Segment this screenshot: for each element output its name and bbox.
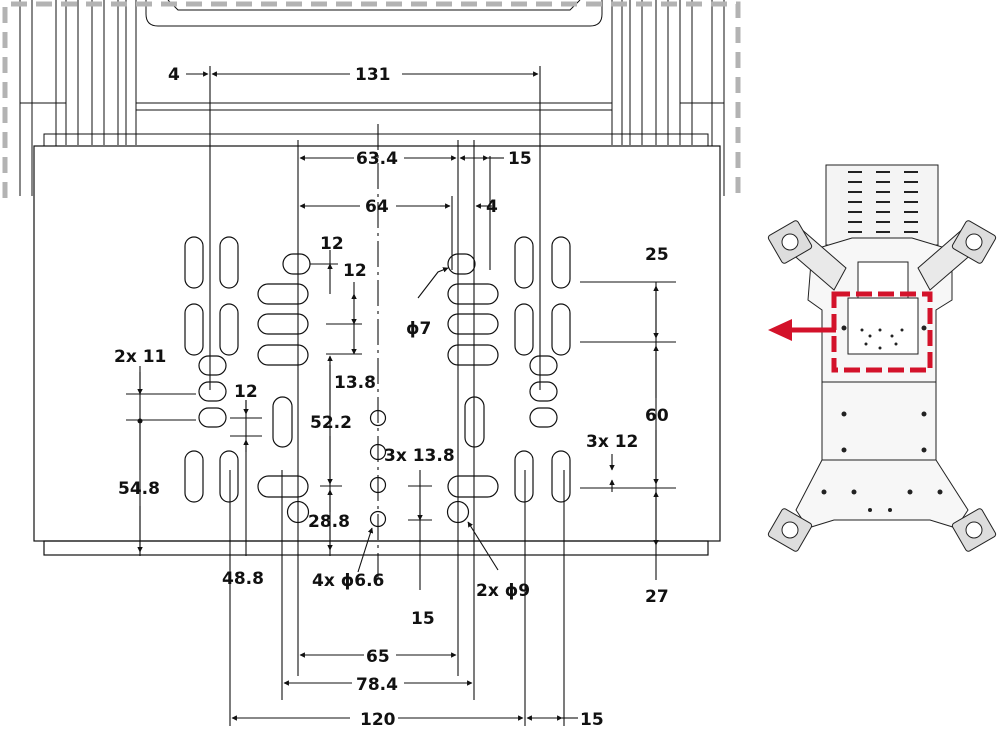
dim-78-4: 78.4: [356, 675, 398, 695]
dim-2x11: 2x 11: [114, 347, 166, 367]
dim-25: 25: [645, 245, 669, 265]
mounting-plate: [33, 145, 721, 556]
dim-64: 64: [365, 197, 389, 217]
dim-28-8: 28.8: [308, 512, 350, 532]
dim-15-bottom: 15: [580, 710, 604, 730]
dim-12-c: 12: [234, 382, 258, 402]
dim-12-a: 12: [320, 234, 344, 254]
dim-54-8: 54.8: [118, 479, 160, 499]
dim-13-8: 13.8: [334, 373, 376, 393]
dimension-lines: [126, 71, 676, 721]
dim-15-top: 15: [508, 149, 532, 169]
dim-63-4: 63.4: [356, 149, 398, 169]
dim-3x12: 3x 12: [586, 432, 638, 452]
dimension-labels: 4 131 63.4 15 64 4 12 12 ϕ7 2x 11 13.8 1…: [114, 65, 669, 730]
dim-2x-phi9: 2x ϕ9: [476, 581, 530, 601]
dim-3x13-8: 3x 13.8: [384, 446, 455, 466]
dim-60: 60: [645, 406, 669, 426]
dim-52-2: 52.2: [310, 413, 352, 433]
dashed-module-outline: [2, 1, 741, 198]
arrow-left-icon: [768, 319, 836, 341]
dim-phi7: ϕ7: [406, 319, 431, 339]
dim-65: 65: [366, 647, 390, 667]
robot-thumbnail: [767, 164, 997, 552]
dim-27: 27: [645, 587, 669, 607]
dim-120: 120: [360, 710, 396, 730]
dim-4x-phi6-6: 4x ϕ6.6: [312, 571, 384, 591]
dim-4-right: 4: [486, 197, 498, 217]
dim-48-8: 48.8: [222, 569, 264, 589]
dim-12-b: 12: [343, 261, 367, 281]
dim-top-4: 4: [168, 65, 180, 85]
dim-top-131: 131: [355, 65, 391, 85]
dim-15-mid: 15: [411, 609, 435, 629]
highlight-region: [831, 291, 933, 373]
center-lines: [139, 66, 657, 726]
